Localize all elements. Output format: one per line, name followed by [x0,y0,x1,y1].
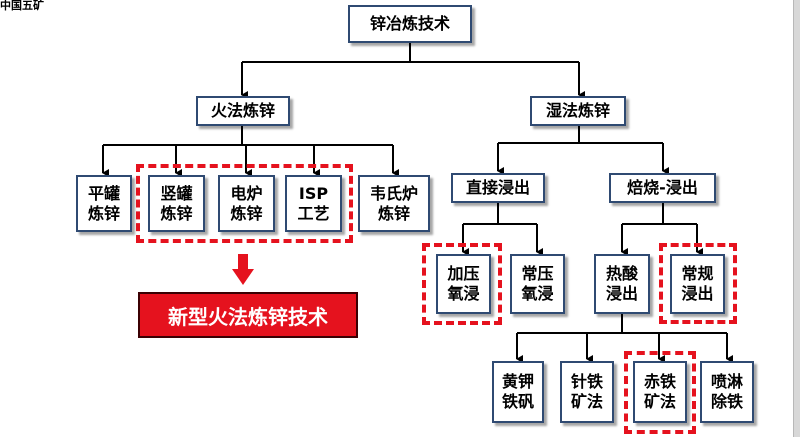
node-shuguan: 竖罐炼锌 [148,175,205,232]
node-penlin: 喷淋除铁 [700,361,754,423]
highlight-jiaya [422,243,502,325]
node-direct-leach: 直接浸出 [451,173,545,203]
new-fire-zinc-banner: 新型火法炼锌技术 [138,292,358,338]
node-dianlu: 电炉炼锌 [218,175,275,232]
node-zhentie: 针铁矿法 [560,361,614,423]
down-arrow-icon [232,254,254,285]
highlight-changgui [659,243,737,324]
node-roast-leach: 焙烧-浸出 [609,173,716,203]
highlight-chitie [624,351,696,434]
node-huangjia: 黄钾铁矾 [492,361,544,423]
highlight-new-fire-methods [136,164,353,243]
node-fire-method: 火法炼锌 [196,96,290,126]
node-wet-method: 湿法炼锌 [530,96,626,126]
node-jiaya: 加压氧浸 [436,254,491,314]
node-changya: 常压氧浸 [510,254,565,314]
window-edge [793,0,800,437]
node-weishi: 韦氏炉炼锌 [358,175,430,232]
node-pingguan: 平罐炼锌 [76,175,132,232]
corner-logo-text: 中国五矿 [0,0,44,12]
node-root: 锌冶炼技术 [348,5,472,43]
node-resuan: 热酸浸出 [594,254,650,314]
node-changgui: 常规浸出 [670,254,725,314]
node-chitie: 赤铁矿法 [633,361,687,423]
